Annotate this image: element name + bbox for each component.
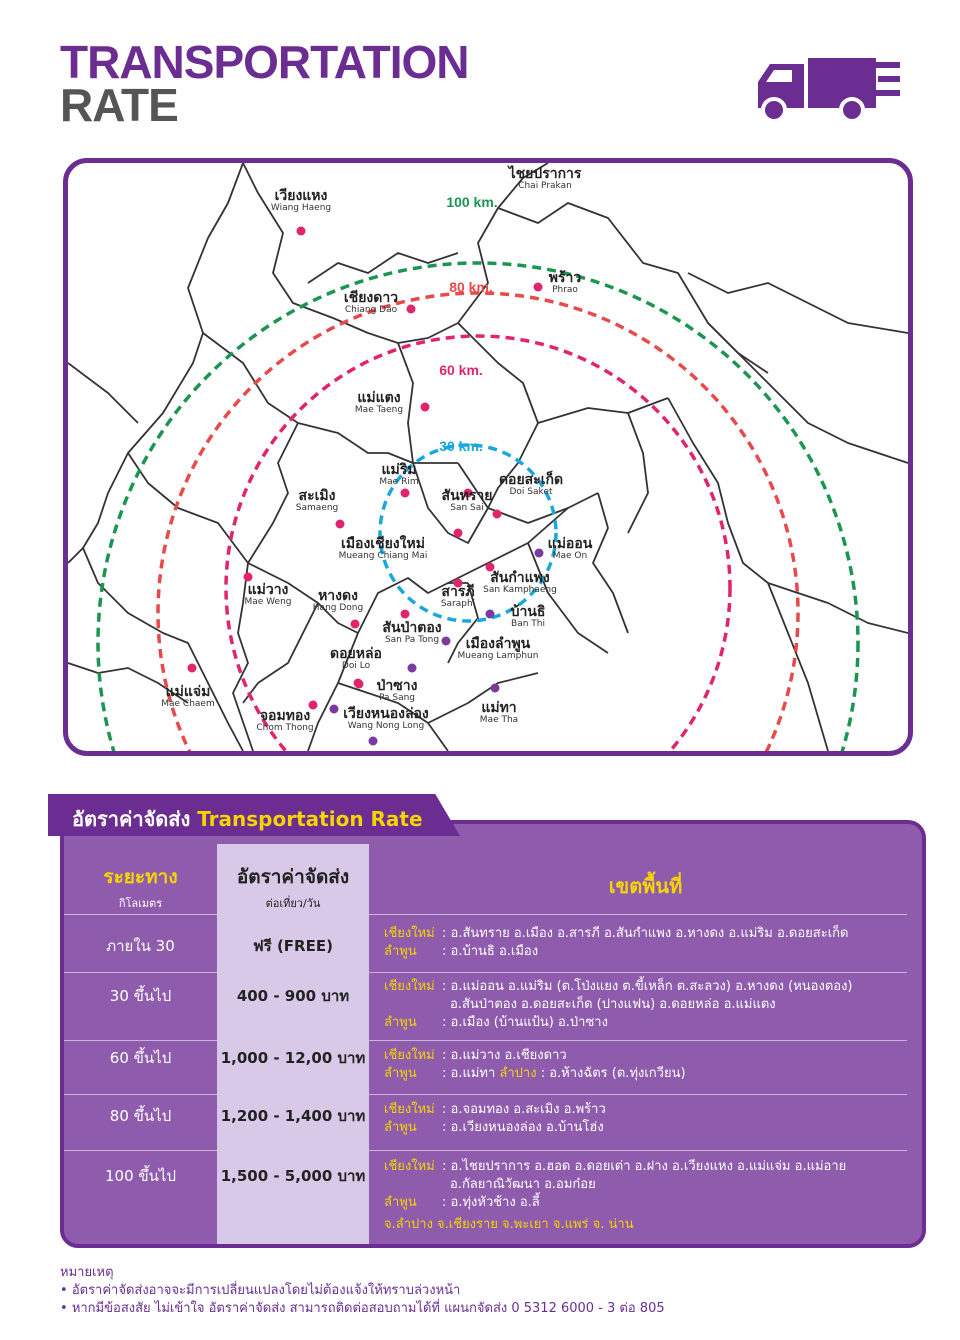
row-area: เชียงใหม่: อ.จอมทอง อ.สะเมิง อ.พร้าว ลำพ… xyxy=(384,1102,606,1135)
ring-label-60: 60 km. xyxy=(439,362,483,378)
row-divider xyxy=(64,1094,217,1095)
place-label: สารภีSaraphi xyxy=(440,584,476,609)
row-divider xyxy=(369,1040,907,1041)
row-area: เชียงใหม่: อ.แม่ออน อ.แม่ริม (ต.โป่งแยง … xyxy=(384,979,853,1030)
row-distance: 60 ขึ้นไป xyxy=(109,1049,172,1067)
row-area: เชียงใหม่: อ.ไชยปราการ อ.ฮอด อ.ดอยเต่า อ… xyxy=(384,1159,847,1232)
row-area: เชียงใหม่: อ.แม่วาง อ.เชียงดาว ลำพูน: อ.… xyxy=(384,1048,686,1081)
rate-table: ระยะทาง กิโลเมตร อัตราค่าจัดส่ง ต่อเที่ย… xyxy=(60,820,926,1248)
row-divider xyxy=(64,1150,217,1151)
notes: หมายเหตุ • อัตราค่าจัดส่งอาจจะมีการเปลี่… xyxy=(60,1265,665,1316)
row-price: ฟรี (FREE) xyxy=(253,937,333,955)
header-area: เขตพื้นที่ xyxy=(608,874,683,898)
row-area: เชียงใหม่: อ.สันทราย อ.เมือง อ.สารภี อ.ส… xyxy=(384,926,849,959)
header-distance: ระยะทาง กิโลเมตร xyxy=(103,866,178,910)
ring-label-100: 100 km. xyxy=(446,194,498,210)
place-label: เมืองเชียงใหม่Mueang Chiang Mai xyxy=(338,536,428,561)
place-label: บ้านธิBan Thi xyxy=(510,604,546,629)
title-line-2: RATE xyxy=(60,79,179,132)
row-distance: ภายใน 30 xyxy=(106,937,175,955)
row-distance: 30 ขึ้นไป xyxy=(109,987,172,1005)
truck-icon xyxy=(758,58,900,123)
ring-label-30: 30 km. xyxy=(439,438,483,454)
row-price: 400 - 900 บาท xyxy=(236,987,350,1005)
row-divider xyxy=(369,1150,907,1151)
row-distance: 80 ขึ้นไป xyxy=(109,1107,172,1125)
map-boundaries xyxy=(68,163,908,751)
row-price: 1,500 - 5,000 บาท xyxy=(220,1167,366,1185)
row-price: 1,200 - 1,400 บาท xyxy=(220,1107,366,1125)
header-rate: อัตราค่าจัดส่ง ต่อเที่ยว/วัน xyxy=(236,866,350,910)
row-divider xyxy=(369,972,907,973)
rate-table-tab: อัตราค่าจัดส่ง Transportation Rate xyxy=(48,794,460,836)
row-distance: 100 ขึ้นไป xyxy=(105,1167,176,1185)
row-divider xyxy=(369,914,907,915)
row-divider xyxy=(64,914,217,915)
row-price: 1,000 - 12,00 บาท xyxy=(220,1049,366,1067)
rate-column-bg xyxy=(217,844,369,1244)
row-divider xyxy=(64,972,217,973)
ring-label-80: 80 km. xyxy=(449,279,493,295)
title-line-1: TRANSPORTATION xyxy=(60,36,469,88)
page-title: TRANSPORTATION RATE xyxy=(60,36,469,132)
row-divider xyxy=(369,1094,907,1095)
row-divider xyxy=(64,1040,217,1041)
